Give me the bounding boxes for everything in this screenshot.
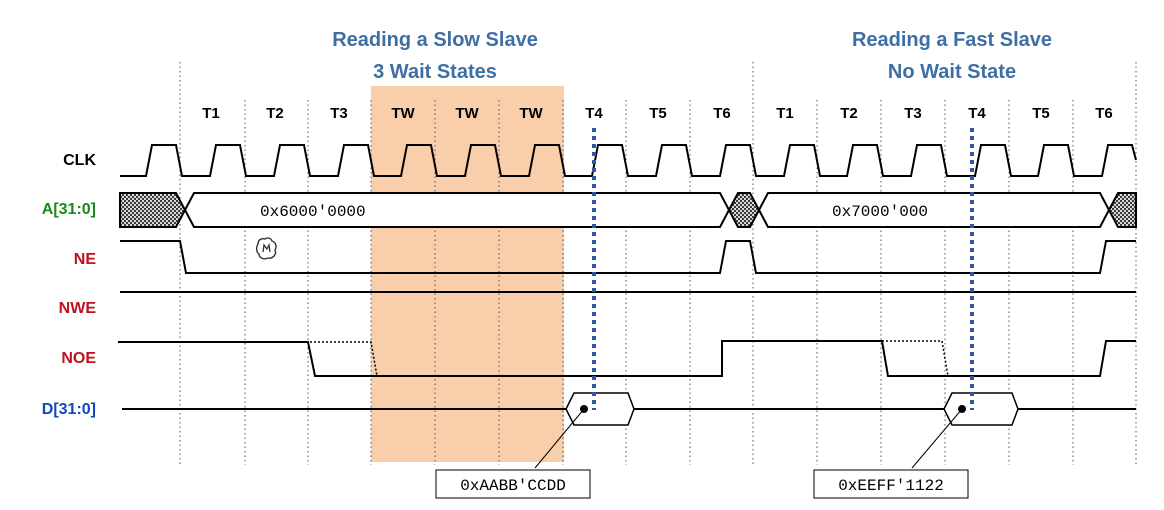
slow-slave-title-line2: 3 Wait States bbox=[373, 61, 497, 83]
cycle-label: T6 bbox=[1095, 105, 1113, 122]
address-undefined-end bbox=[1107, 192, 1137, 228]
data-bus-waveform bbox=[122, 392, 1136, 426]
noe-alternate-timing-slow bbox=[310, 341, 378, 377]
noe-alternate-timing-fast bbox=[882, 340, 949, 377]
signal-label-data: D[31:0] bbox=[42, 401, 96, 418]
cycle-label: T1 bbox=[202, 105, 220, 122]
cycle-label: T4 bbox=[585, 105, 603, 122]
cycle-label: TW bbox=[455, 105, 479, 122]
address-fast-phase bbox=[757, 192, 1111, 228]
cycle-label: T5 bbox=[1032, 105, 1050, 122]
address-undefined-start bbox=[119, 192, 187, 228]
fast-slave-title-line1: Reading a Fast Slave bbox=[852, 29, 1052, 51]
cycle-label: T1 bbox=[776, 105, 794, 122]
clk-waveform bbox=[120, 144, 1137, 177]
noe-waveform bbox=[118, 340, 1136, 377]
callout-leader-slow bbox=[534, 408, 585, 469]
cycle-label: T2 bbox=[840, 105, 858, 122]
mouse-cursor-icon bbox=[255, 237, 277, 260]
fast-slave-title-line2: No Wait State bbox=[888, 61, 1016, 83]
cycle-label: T3 bbox=[904, 105, 922, 122]
cycle-label: T2 bbox=[266, 105, 284, 122]
cycle-label: T6 bbox=[713, 105, 731, 122]
data-valid-fast bbox=[943, 392, 1019, 426]
data-value-fast: 0xEEFF'1122 bbox=[838, 477, 944, 495]
address-value-slow: 0x6000'0000 bbox=[260, 203, 366, 221]
signal-label-ne: NE bbox=[74, 251, 97, 268]
address-undefined-mid bbox=[727, 192, 761, 228]
cycle-label: T5 bbox=[649, 105, 667, 122]
clock-cycle-labels: T1 T2 T3 TW TW TW T4 T5 T6 T1 T2 T3 T4 T… bbox=[202, 105, 1113, 122]
signal-label-address: A[31:0] bbox=[42, 201, 96, 218]
signal-label-clk: CLK bbox=[63, 152, 96, 169]
data-callout-fast-box bbox=[813, 469, 969, 499]
address-value-fast: 0x7000'000 bbox=[832, 203, 928, 221]
cycle-label: TW bbox=[519, 105, 543, 122]
signal-label-noe: NOE bbox=[61, 350, 96, 367]
callout-leader-fast bbox=[911, 408, 963, 469]
cycle-label: T4 bbox=[968, 105, 986, 122]
cycle-label: T3 bbox=[330, 105, 348, 122]
signal-label-nwe: NWE bbox=[59, 300, 97, 317]
cycle-label: TW bbox=[391, 105, 415, 122]
data-callout-slow-box bbox=[435, 469, 591, 499]
slow-slave-title-line1: Reading a Slow Slave bbox=[332, 29, 538, 51]
data-value-slow: 0xAABB'CCDD bbox=[460, 477, 566, 495]
ne-waveform bbox=[120, 240, 1136, 274]
data-valid-slow bbox=[565, 392, 635, 426]
